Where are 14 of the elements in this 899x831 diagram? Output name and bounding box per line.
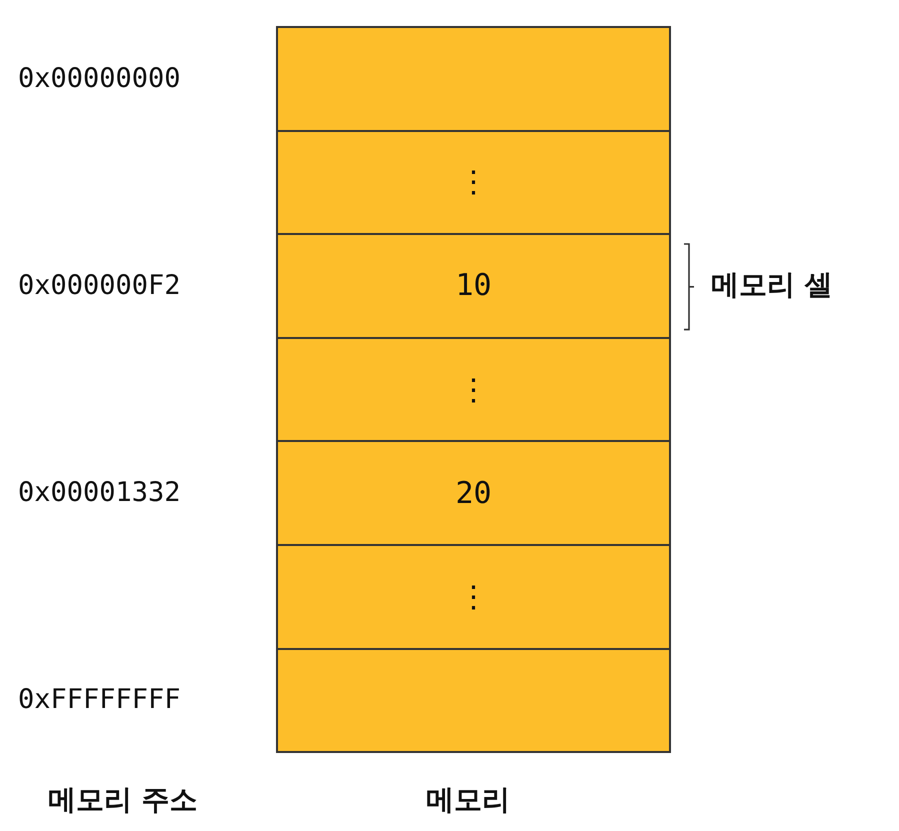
memory-cell: ⋮ <box>276 544 671 650</box>
memory-cell <box>276 648 671 754</box>
column-heading: 메모리 <box>426 786 510 814</box>
memory-cell <box>276 26 671 132</box>
column-heading: 메모리 주소 <box>48 786 198 814</box>
address-label: 0x00000000 <box>18 64 181 92</box>
bracket-label: 메모리 셀 <box>711 271 833 299</box>
memory-cell: 10 <box>276 233 671 339</box>
memory-cell: 20 <box>276 440 671 546</box>
address-label: 0x00001332 <box>18 479 181 506</box>
address-label: 0xFFFFFFFF <box>18 686 181 714</box>
memory-cell: ⋮ <box>276 336 671 442</box>
address-label: 0x000000F2 <box>18 272 181 299</box>
memory-cell: ⋮ <box>276 130 671 236</box>
